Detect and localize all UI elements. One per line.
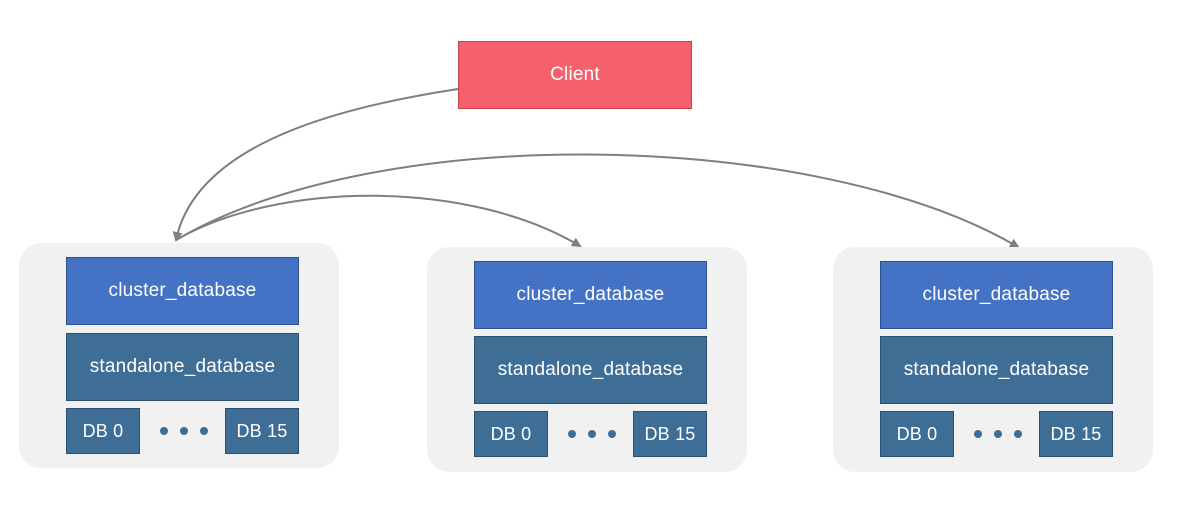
node-2-cluster-label: cluster_database [516, 284, 665, 305]
dot [994, 430, 1002, 438]
node-2-standalone-database: standalone_database [474, 336, 707, 404]
node-3-db-first: DB 0 [880, 411, 954, 457]
dot [588, 430, 596, 438]
node-1-db-last-label: DB 15 [236, 420, 288, 441]
node-3-cluster-database: cluster_database [880, 261, 1113, 329]
client-box: Client [458, 41, 692, 109]
node-1-cluster-label: cluster_database [108, 280, 257, 301]
arrow-node-1-to-node-2 [175, 194, 582, 248]
dot [608, 430, 616, 438]
node-1-db-first: DB 0 [66, 408, 140, 454]
node-1-db-last: DB 15 [225, 408, 299, 454]
node-2-db-first-label: DB 0 [490, 423, 532, 444]
node-3-cluster-label: cluster_database [922, 284, 1071, 305]
node-1-db-first-label: DB 0 [82, 420, 124, 441]
node-3-standalone-label: standalone_database [903, 359, 1090, 380]
dot [180, 427, 188, 435]
node-2-db-first: DB 0 [474, 411, 548, 457]
node-3-db-last: DB 15 [1039, 411, 1113, 457]
client-label: Client [550, 64, 600, 85]
node-1-ellipsis [160, 427, 208, 435]
node-3-db-first-label: DB 0 [896, 423, 938, 444]
node-2-db-last-label: DB 15 [644, 423, 696, 444]
node-2-db-last: DB 15 [633, 411, 707, 457]
arrow-client-to-node-1 [172, 88, 459, 242]
node-1-standalone-label: standalone_database [89, 356, 276, 377]
node-3-ellipsis [974, 430, 1022, 438]
node-1-standalone-database: standalone_database [66, 333, 299, 401]
node-2-standalone-label: standalone_database [497, 359, 684, 380]
dot [160, 427, 168, 435]
node-2-ellipsis [568, 430, 616, 438]
node-3-db-last-label: DB 15 [1050, 423, 1102, 444]
dot [200, 427, 208, 435]
dot [1014, 430, 1022, 438]
node-2-cluster-database: cluster_database [474, 261, 707, 329]
node-3-standalone-database: standalone_database [880, 336, 1113, 404]
arrow-node-1-to-node-3 [175, 153, 1020, 249]
node-1-cluster-database: cluster_database [66, 257, 299, 325]
dot [568, 430, 576, 438]
dot [974, 430, 982, 438]
